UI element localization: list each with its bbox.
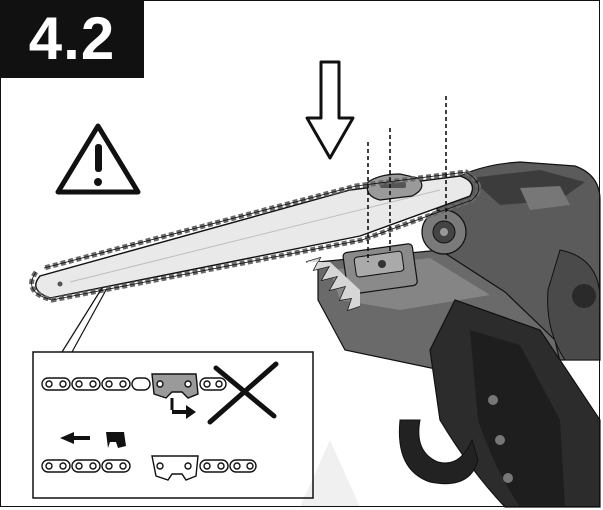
down-arrow-icon: [305, 60, 355, 160]
cross-icon: [207, 361, 279, 425]
saw-chain: [29, 169, 482, 303]
incorrect-chain-row: [41, 373, 227, 399]
correct-chain-row: [41, 455, 257, 481]
cutter-tooth-icon: [106, 432, 126, 448]
background-watermark: [300, 440, 360, 507]
chain-direction-inset: [32, 351, 314, 499]
alignment-guides: [367, 96, 447, 262]
step-number-badge: 4.2: [0, 0, 144, 78]
right-arrow-icon: [170, 398, 196, 419]
saw-body: [305, 161, 601, 508]
warning-triangle-icon: [55, 123, 141, 195]
callout-pointer: [61, 287, 107, 353]
left-arrow-icon: [60, 432, 90, 444]
